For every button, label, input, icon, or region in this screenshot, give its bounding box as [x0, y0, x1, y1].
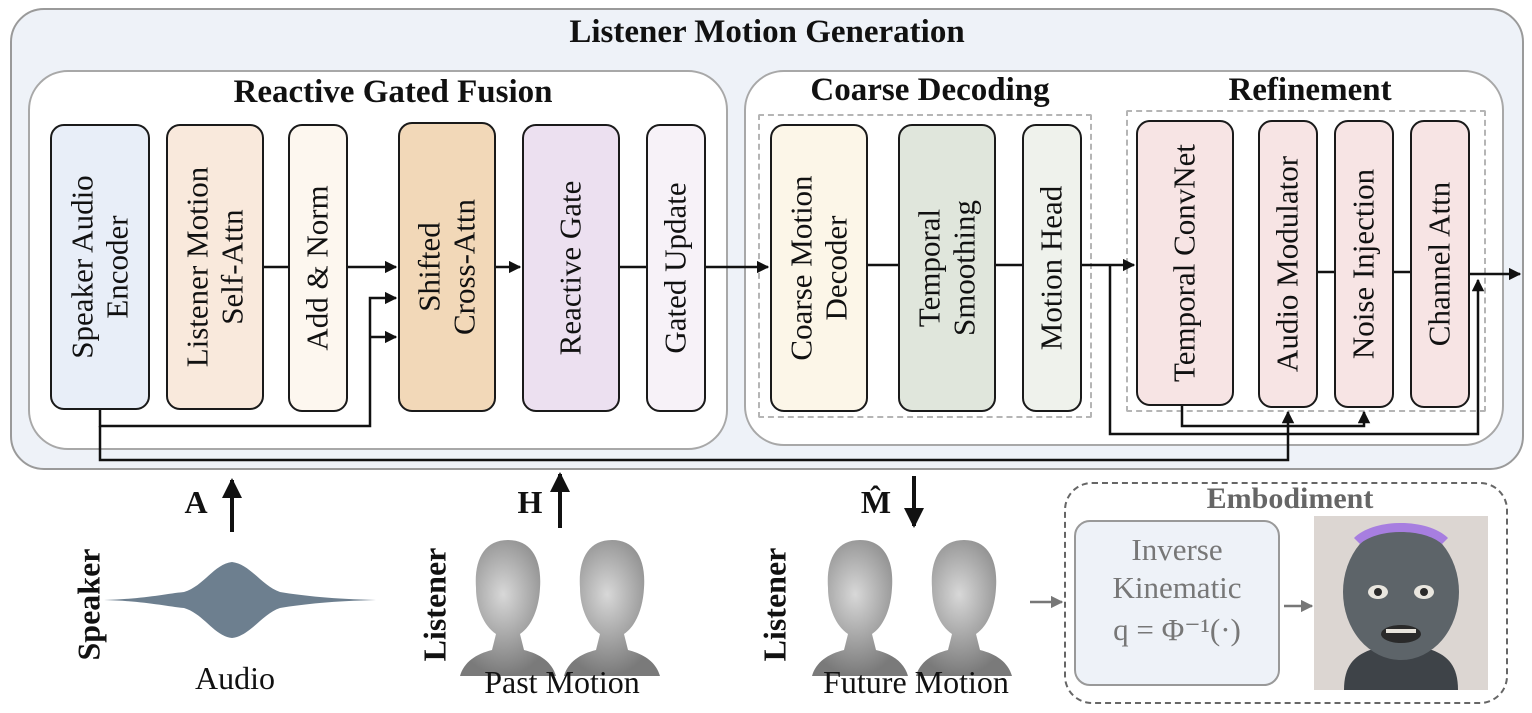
- listener-self-attn-block: Listener Motion Self-Attn: [166, 124, 264, 410]
- motion-head-block: Motion Head: [1022, 124, 1082, 412]
- past-symbol: H: [517, 484, 543, 520]
- past-motion-caption: Past Motion: [484, 664, 640, 700]
- embodiment-panel: [1064, 482, 1508, 704]
- main-title: Listener Motion Generation: [569, 14, 965, 50]
- temporal-smoothing-block: Temporal Smoothing: [898, 124, 996, 412]
- channel-attn-block: Channel Attn: [1410, 120, 1470, 408]
- arrow-convnet-to-noise: [1180, 406, 1371, 428]
- arrow-residual-base: [1108, 265, 1204, 436]
- fusion-title: Reactive Gated Fusion: [233, 74, 553, 110]
- add-norm-block: Add & Norm: [288, 124, 348, 412]
- audio-caption: Audio: [195, 660, 275, 696]
- future-symbol: M̂: [860, 484, 892, 520]
- noise-injection-block: Noise Injection: [1334, 120, 1394, 408]
- ik-line-1: Inverse: [1131, 532, 1223, 567]
- future-motion-caption: Future Motion: [823, 664, 1009, 700]
- coarse-title: Coarse Decoding: [810, 72, 1050, 108]
- ik-formula: q = Φ⁻¹(·): [1113, 612, 1241, 647]
- inverse-kinematic-box: Inverse Kinematic q = Φ⁻¹(·): [1074, 520, 1280, 686]
- arrow-encoder-to-cross: [98, 291, 398, 428]
- robot-face-icon: [1314, 516, 1488, 690]
- temporal-convnet-block: Temporal ConvNet: [1136, 120, 1234, 406]
- audio-modulator-block: Audio Modulator: [1258, 120, 1318, 408]
- gated-update-block: Gated Update: [646, 124, 706, 412]
- coarse-motion-decoder-block: Coarse Motion Decoder: [770, 124, 868, 412]
- speaker-label: Speaker: [70, 548, 107, 661]
- audio-waveform-icon: [104, 562, 376, 638]
- past-motion-heads-icon: [460, 540, 660, 676]
- embodiment-title: Embodiment: [1206, 482, 1374, 515]
- refine-title: Refinement: [1228, 72, 1392, 108]
- shifted-cross-attn-block: Shifted Cross-Attn: [398, 122, 496, 412]
- listener-label-future: Listener: [756, 547, 793, 662]
- speaker-audio-encoder-block: Speaker Audio Encoder: [50, 124, 150, 410]
- listener-label-past: Listener: [416, 547, 453, 662]
- arrow-residual-to-attn: [1204, 278, 1485, 436]
- audio-symbol: A: [184, 484, 208, 520]
- reactive-gate-block: Reactive Gate: [522, 124, 620, 412]
- future-motion-heads-icon: [812, 540, 1012, 676]
- ik-line-2: Kinematic: [1112, 570, 1242, 605]
- arrow-encoder-to-modulator: [98, 410, 1295, 462]
